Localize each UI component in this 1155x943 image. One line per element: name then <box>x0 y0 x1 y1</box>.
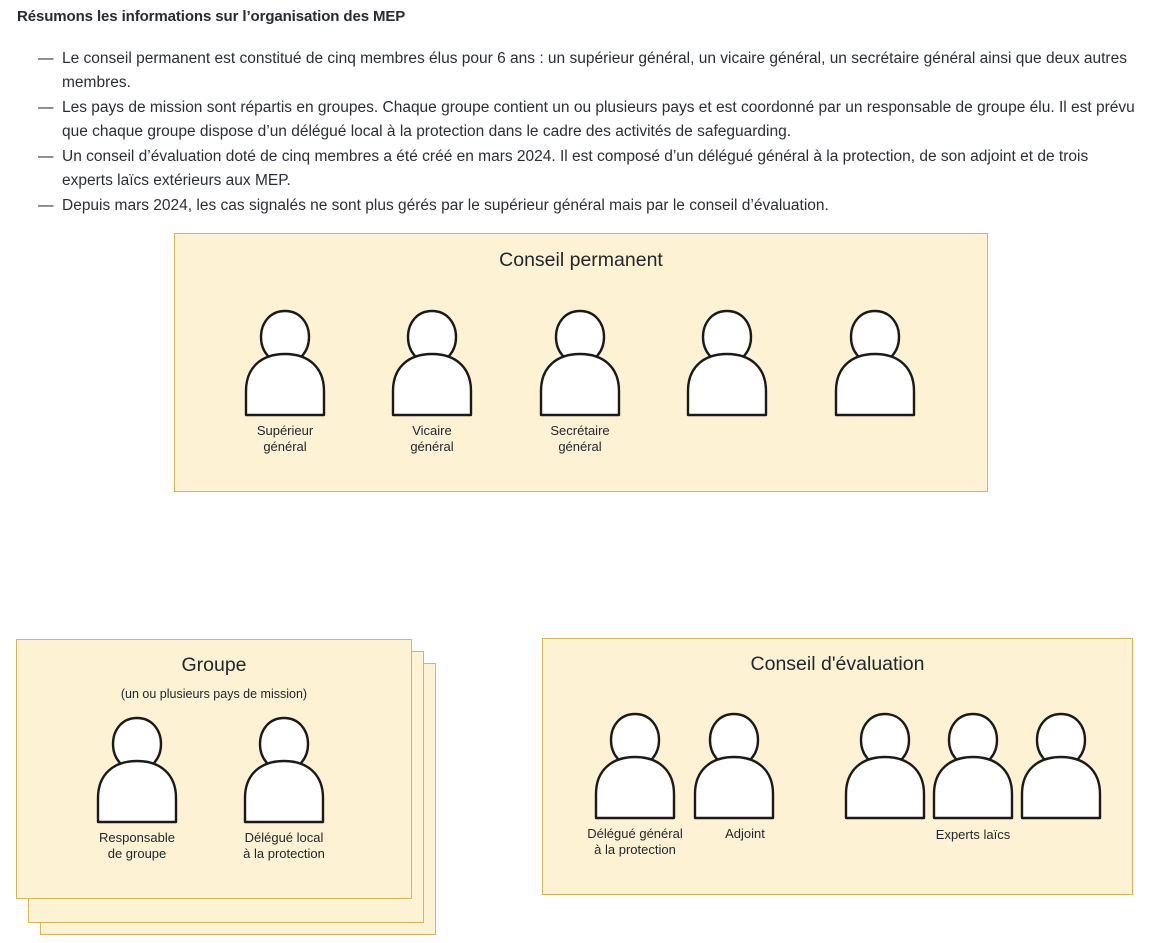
person-figure: Adjoint <box>690 708 778 842</box>
person-figure: Secrétaire général <box>536 305 624 455</box>
person-label: Délégué général à la protection <box>587 826 683 857</box>
person-label: Délégué local à la protection <box>243 830 325 861</box>
list-item: — Depuis mars 2024, les cas signalés ne … <box>38 194 1138 218</box>
person-figure <box>683 305 771 423</box>
person-icon <box>834 309 916 417</box>
bullet-dash: — <box>38 197 54 214</box>
person-label: Responsable de groupe <box>99 830 175 861</box>
person-icon <box>844 712 926 820</box>
person-figure: Délégué général à la protection <box>587 708 683 858</box>
summary-bullet-list: — Le conseil permanent est constitué de … <box>38 47 1138 219</box>
conseil-evaluation-title: Conseil d'évaluation <box>750 653 925 675</box>
person-label: Adjoint <box>725 826 765 841</box>
bullet-dash: — <box>38 148 54 165</box>
list-item-text: Les pays de mission sont répartis en gro… <box>62 99 1135 140</box>
list-item-text: Depuis mars 2024, les cas signalés ne so… <box>62 197 829 214</box>
person-icon <box>1020 712 1102 820</box>
person-icon <box>539 309 621 417</box>
person-figure <box>1017 708 1105 826</box>
person-icon <box>932 712 1014 820</box>
person-figure: Responsable de groupe <box>93 712 181 862</box>
list-item: — Un conseil d’évaluation doté de cinq m… <box>38 145 1138 193</box>
list-item-text: Un conseil d’évaluation doté de cinq mem… <box>62 148 1089 189</box>
groupe-box: Groupe (un ou plusieurs pays de mission)… <box>16 639 412 899</box>
list-item: — Les pays de mission sont répartis en g… <box>38 96 1138 144</box>
experts-group-label: Experts laïcs <box>935 827 1011 842</box>
bullet-dash: — <box>38 50 54 67</box>
conseil-permanent-title: Conseil permanent <box>499 249 663 271</box>
person-icon <box>244 309 326 417</box>
person-icon <box>243 716 325 824</box>
person-icon <box>693 712 775 820</box>
person-icon <box>391 309 473 417</box>
person-figure <box>831 305 919 423</box>
person-figure: Supérieur général <box>241 305 329 455</box>
bullet-dash: — <box>38 99 54 116</box>
person-icon <box>594 712 676 820</box>
conseil-permanent-box: Conseil permanent Supérieur général Vica… <box>174 233 988 492</box>
person-figure: Vicaire général <box>388 305 476 455</box>
list-item-text: Le conseil permanent est constitué de ci… <box>62 50 1127 91</box>
person-label: Secrétaire général <box>550 423 610 454</box>
groupe-title: Groupe <box>181 654 247 676</box>
groupe-subtitle: (un ou plusieurs pays de mission) <box>120 687 308 701</box>
person-figure <box>841 708 929 826</box>
person-label: Supérieur général <box>256 423 314 454</box>
conseil-evaluation-box: Conseil d'évaluation Délégué général à l… <box>542 638 1133 895</box>
page-title: Résumons les informations sur l’organisa… <box>17 8 406 25</box>
person-icon <box>96 716 178 824</box>
person-icon <box>686 309 768 417</box>
person-label: Vicaire général <box>410 423 454 454</box>
person-figure <box>929 708 1017 826</box>
list-item: — Le conseil permanent est constitué de … <box>38 47 1138 95</box>
person-figure: Délégué local à la protection <box>240 712 328 862</box>
